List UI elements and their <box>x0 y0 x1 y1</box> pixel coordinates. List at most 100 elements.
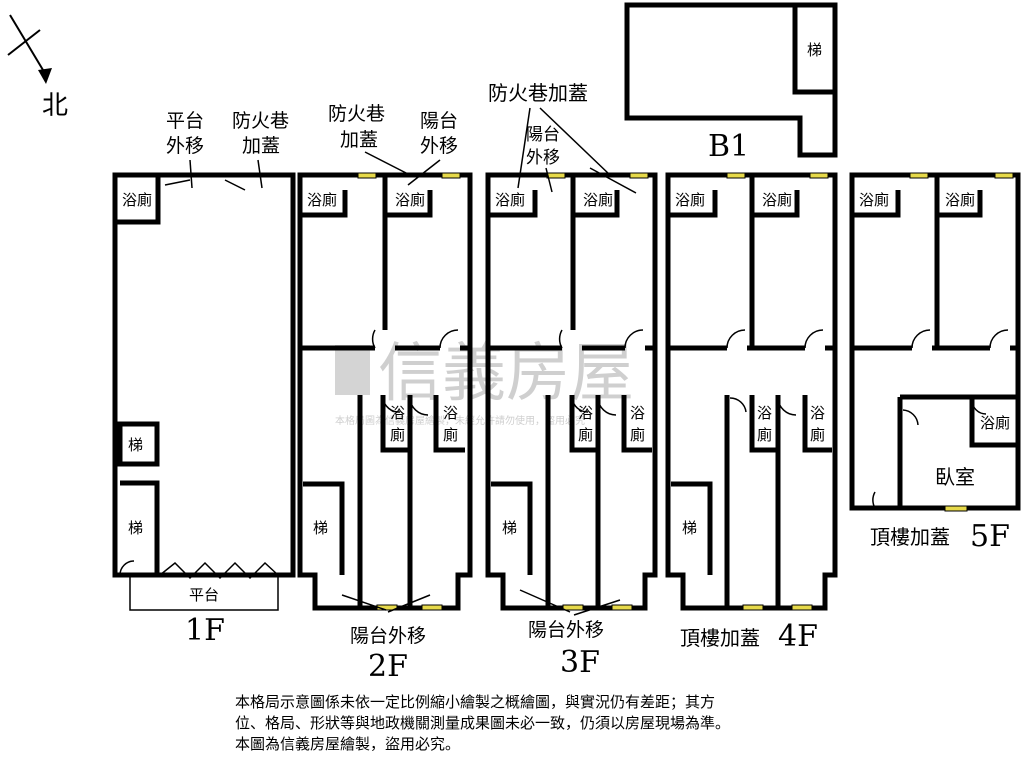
leader-line <box>224 179 246 191</box>
floor-5f: 浴廁 浴廁 浴廁 臥室 頂樓加蓋 5F <box>849 172 1021 554</box>
leader-line <box>257 159 263 189</box>
3f-window <box>629 172 649 179</box>
4f-inner-walls <box>668 175 835 351</box>
watermark-logo-icon <box>335 345 370 395</box>
3f-bathroom-label-1: 浴廁 <box>495 191 525 209</box>
firelane-add-label-3f: 防火巷加蓋 <box>488 81 588 105</box>
5f-bathroom-label-1: 浴廁 <box>859 191 889 209</box>
floor-4f: 浴廁 浴廁 浴廁 浴廁 梯 頂樓加蓋 4F <box>665 172 838 654</box>
leader-line <box>189 159 193 189</box>
floor-2f-outline <box>297 172 473 611</box>
leader-line <box>341 594 387 611</box>
1f-stair-box-1 <box>117 421 160 467</box>
2f-lower-walls <box>357 395 465 608</box>
leader-line <box>519 589 571 613</box>
5f-window <box>994 172 1014 179</box>
4f-stair-box <box>671 481 713 575</box>
leader-line <box>387 594 431 613</box>
1f-bath-wall <box>115 175 161 225</box>
4f-door-arcs <box>726 329 824 416</box>
4f-window <box>742 604 764 611</box>
floor-1f: 浴廁 梯 梯 平台 1F 平台外移 防火巷加蓋 <box>112 110 296 648</box>
2f-bathroom-label-2: 浴廁 <box>395 191 425 209</box>
2f-window <box>357 172 377 179</box>
5f-bedroom-label: 臥室 <box>935 465 975 489</box>
leader-line <box>539 107 611 176</box>
b1-stair-box <box>792 5 835 95</box>
4f-roof-add-label: 頂樓加蓋 <box>680 626 760 650</box>
watermark-notice: 本格局圖為信義房屋繪製，未經允許請勿使用，盜用必究 <box>335 414 585 427</box>
disclaimer-line-1: 本格局示意圖係未依一定比例縮小繪製之概繪圖，與實況仍有差距；其方 <box>235 693 716 711</box>
4f-window <box>791 604 813 611</box>
1f-stairs-label-1: 梯 <box>128 436 143 454</box>
4f-window <box>809 172 829 179</box>
firelane-add-label-1f: 防火巷加蓋 <box>232 110 289 157</box>
2f-inner-walls <box>300 175 470 351</box>
5f-window <box>944 505 968 512</box>
5f-bathroom-label-2: 浴廁 <box>945 191 975 209</box>
1f-platform-outline <box>129 575 279 611</box>
leader-line <box>573 599 621 616</box>
1f-platform-label: 平台 <box>189 586 219 604</box>
north-label: 北 <box>42 91 68 121</box>
5f-window <box>909 172 929 179</box>
3f-window <box>562 604 584 611</box>
2f-bathroom-label-1: 浴廁 <box>307 191 337 209</box>
5f-bathroom-label-3: 浴廁 <box>980 414 1010 432</box>
floor-b1-outline <box>624 2 838 158</box>
floor-5f-outline <box>849 172 1021 511</box>
leader-line <box>364 151 411 176</box>
3f-window <box>546 172 566 179</box>
3f-door-arcs <box>558 329 644 416</box>
2f-stairs-label: 梯 <box>313 519 328 537</box>
floor-3f: 浴廁 浴廁 浴廁 浴廁 梯 防火巷加蓋 陽台外移 陽台外移 3F <box>485 81 658 680</box>
north-arrow-icon <box>38 68 52 84</box>
platform-move-label: 平台外移 <box>166 110 204 157</box>
2f-bathroom-label-3: 浴廁 <box>390 404 405 444</box>
floor-3f-outline <box>485 172 658 611</box>
3f-stairs-label: 梯 <box>502 519 517 537</box>
floor-b1-label: B1 <box>708 129 749 164</box>
4f-bathroom-label-3: 浴廁 <box>757 404 772 444</box>
floor-3f-label: 3F <box>560 645 600 680</box>
firelane-add-label-2f: 防火巷加蓋 <box>328 103 385 151</box>
floor-1f-outline <box>112 172 296 578</box>
1f-bathroom-label: 浴廁 <box>122 191 152 209</box>
1f-door-arc <box>119 560 135 576</box>
5f-door-arcs <box>872 329 1009 509</box>
3f-inner-walls <box>488 175 655 351</box>
3f-bathroom-label-2: 浴廁 <box>583 191 613 209</box>
2f-window <box>441 172 461 179</box>
disclaimer-line-2: 位、格局、形狀等與地政機關測量成果圖未必一致，仍須以房屋現場為準。 <box>235 714 731 732</box>
floor-2f-label: 2F <box>368 649 408 684</box>
3f-stair-box <box>491 481 533 575</box>
1f-platform-zigzag <box>159 561 279 580</box>
4f-lower-walls <box>724 395 832 608</box>
5f-roof-add-label: 頂樓加蓋 <box>870 525 950 549</box>
2f-balcony-move-label: 陽台外移 <box>350 625 426 647</box>
1f-stairs-label-2: 梯 <box>128 519 143 537</box>
leader-line <box>517 107 531 189</box>
compass: 北 <box>7 14 68 121</box>
3f-lower-walls <box>545 395 652 608</box>
floor-4f-label: 4F <box>778 619 818 654</box>
1f-stair-box-2 <box>120 480 160 575</box>
compass-cross-line <box>7 29 41 56</box>
b1-stairs-label: 梯 <box>807 41 822 59</box>
balcony-move-label-2f: 陽台外移 <box>420 110 458 157</box>
disclaimer-line-3: 本圖為信義房屋繪製，盜用必究。 <box>235 735 461 753</box>
2f-window <box>421 604 443 611</box>
3f-balcony-move-label: 陽台外移 <box>528 619 604 641</box>
leader-line <box>407 159 441 186</box>
2f-door-arcs <box>371 329 459 416</box>
2f-bathroom-label-4: 浴廁 <box>443 404 458 444</box>
4f-window <box>726 172 746 179</box>
leader-line <box>164 179 191 186</box>
disclaimer-note: 本格局示意圖係未依一定比例縮小繪製之概繪圖，與實況仍有差距；其方 位、格局、形狀… <box>235 692 935 755</box>
leader-line <box>545 167 553 193</box>
floor-1f-label: 1F <box>185 613 225 648</box>
leader-line <box>589 167 637 194</box>
compass-arrow-line <box>9 14 47 76</box>
3f-bathroom-label-3: 浴廁 <box>578 404 593 444</box>
